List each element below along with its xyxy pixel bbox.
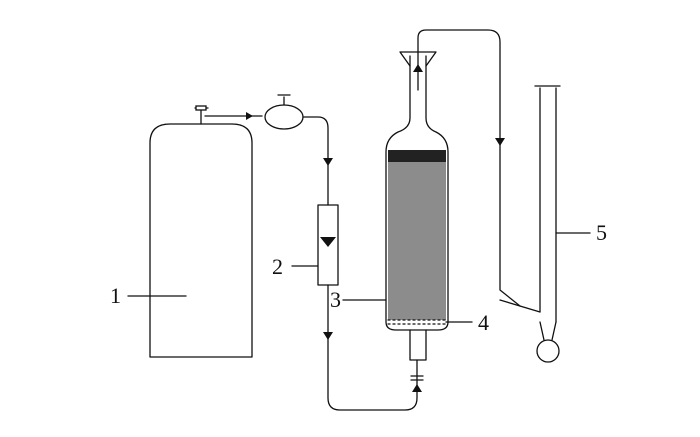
flow-arrow-up [412,384,422,392]
label-1: 1 [110,283,121,308]
pressure-regulator [264,94,333,206]
gas-cylinder: 1 [110,105,263,358]
outlet-pipe [413,29,521,307]
flow-arrow-down [323,158,333,166]
flow-arrow-up-2 [413,64,423,72]
packing-bed [388,160,446,320]
rotameter-float [320,237,336,247]
top-retainer [388,150,446,162]
condenser: 5 [499,85,607,363]
flow-arrow-right [246,112,253,120]
inlet-pipe [323,284,424,411]
flow-arrow-down-2 [323,332,333,340]
distributor-plate: 4 [387,310,489,335]
packed-column: 3 [330,51,449,361]
flow-arrow-down-3 [495,138,505,146]
label-4: 4 [478,310,489,335]
label-5: 5 [596,220,607,245]
label-2: 2 [272,254,283,279]
label-3: 3 [330,287,341,312]
